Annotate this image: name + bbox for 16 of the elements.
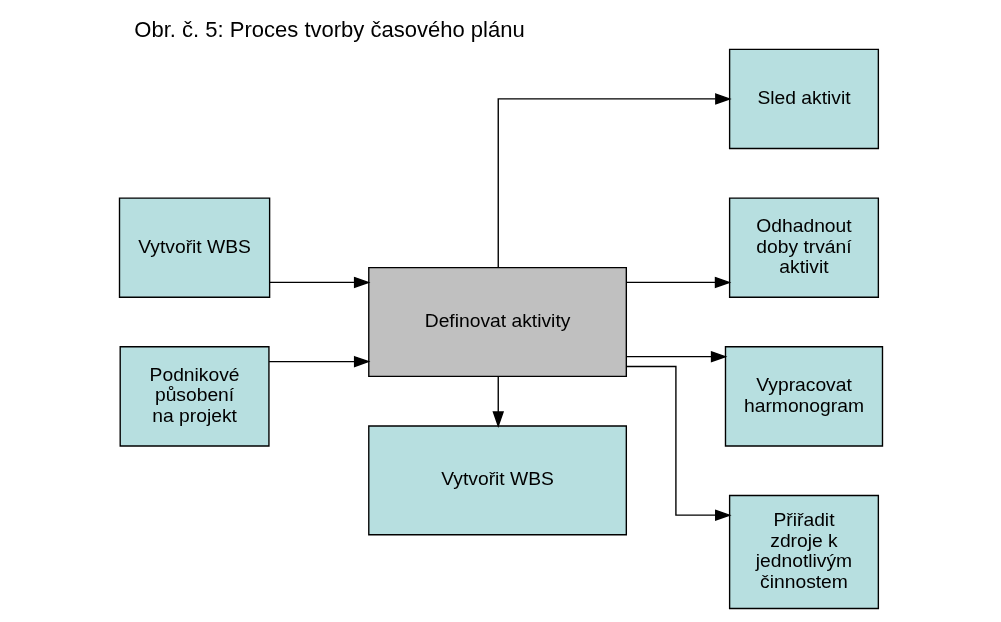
- arrow: [267, 355, 370, 368]
- arrow: [625, 365, 732, 521]
- arrow: [497, 93, 732, 269]
- node-box: Podnikové působení na projekt: [119, 346, 270, 447]
- node-box: Sled aktivit: [728, 48, 879, 150]
- node-box: Přiřadit zdroje k jednotlivým činnostem: [728, 494, 879, 610]
- arrow: [625, 276, 731, 289]
- node-box: Vytvořit WBS: [367, 425, 627, 536]
- node-box: Vytvořit WBS: [118, 197, 270, 298]
- node-box: Odhadnout doby trvání aktivit: [728, 197, 879, 298]
- arrow: [491, 375, 504, 428]
- node-box: Vypracovat harmonogram: [724, 346, 883, 447]
- arrow: [268, 276, 370, 289]
- arrow: [625, 350, 727, 363]
- diagram-title: Obr. č. 5: Proces tvorby časového plánu: [133, 16, 525, 42]
- node-box: Definovat aktivity: [367, 266, 627, 378]
